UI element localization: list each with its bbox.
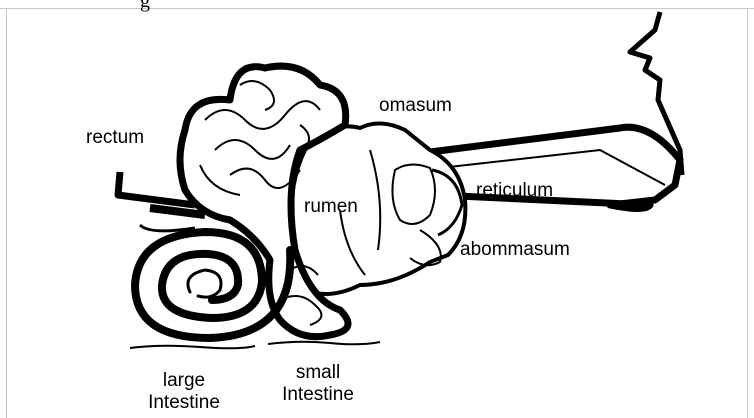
label-small-intestine-line1: small	[272, 362, 364, 384]
label-reticulum: reticulum	[476, 180, 553, 202]
ground-line-left	[130, 346, 255, 349]
label-omasum: omasum	[379, 95, 452, 117]
ground-line-right	[268, 342, 380, 345]
esophagus	[430, 127, 680, 208]
label-abomasum: abommasum	[460, 239, 570, 261]
label-large-intestine-line2: Intestine	[138, 392, 230, 414]
label-large-intestine-line1: large	[138, 370, 230, 392]
label-small-intestine: small Intestine	[272, 362, 364, 406]
label-rumen: rumen	[304, 196, 358, 218]
label-large-intestine: large Intestine	[138, 370, 230, 414]
label-rectum: rectum	[86, 127, 144, 149]
label-small-intestine-line2: Intestine	[272, 384, 364, 406]
